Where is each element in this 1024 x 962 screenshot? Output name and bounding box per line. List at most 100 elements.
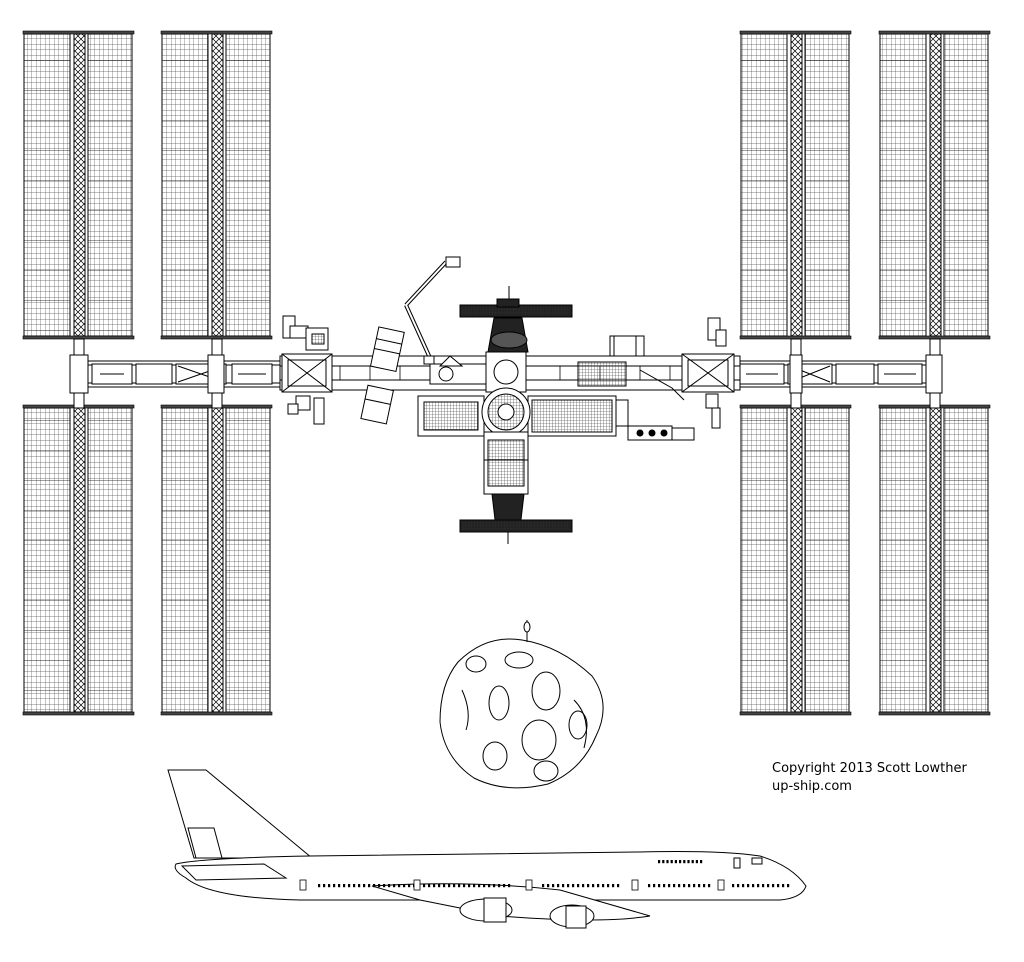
jumbo-jet	[167, 769, 807, 929]
window-mark	[453, 884, 456, 888]
window-mark	[708, 884, 711, 888]
window-mark	[658, 860, 661, 864]
window-mark	[488, 884, 491, 888]
window-mark	[582, 884, 585, 888]
window-mark	[687, 860, 690, 864]
window-mark	[398, 884, 401, 888]
window-mark	[587, 884, 590, 888]
window-mark	[693, 884, 696, 888]
window-mark	[478, 884, 481, 888]
solar-wing	[22, 404, 135, 716]
window-mark	[700, 860, 703, 864]
robotic-arm	[404, 256, 461, 365]
window-mark	[473, 884, 476, 888]
window-mark	[423, 884, 426, 888]
window-mark	[498, 884, 501, 888]
window-mark	[612, 884, 615, 888]
solar-arrays	[22, 30, 991, 716]
window-mark	[698, 884, 701, 888]
window-mark	[562, 884, 565, 888]
window-mark	[458, 884, 461, 888]
solar-wing	[160, 30, 273, 340]
truss-attachments	[282, 315, 727, 429]
window-mark	[577, 884, 580, 888]
window-mark	[703, 884, 706, 888]
solar-wing	[160, 404, 273, 716]
door-mark	[525, 879, 533, 891]
window-mark	[373, 884, 376, 888]
window-mark	[782, 884, 785, 888]
window-mark	[393, 884, 396, 888]
window-mark	[343, 884, 346, 888]
copyright-text: Copyright 2013 Scott Lowther	[772, 761, 967, 776]
door-mark	[717, 879, 725, 891]
door-mark	[299, 879, 307, 891]
window-mark	[767, 884, 770, 888]
window-mark	[557, 884, 560, 888]
window-mark	[683, 860, 686, 864]
window-mark	[408, 884, 411, 888]
window-mark	[493, 884, 496, 888]
window-mark	[653, 884, 656, 888]
window-mark	[762, 884, 765, 888]
window-mark	[683, 884, 686, 888]
window-mark	[448, 884, 451, 888]
window-mark	[567, 884, 570, 888]
door-mark	[631, 879, 639, 891]
window-mark	[747, 884, 750, 888]
window-mark	[691, 860, 694, 864]
window-mark	[617, 884, 620, 888]
window-mark	[503, 884, 506, 888]
jet-windows	[299, 860, 790, 891]
window-mark	[648, 884, 651, 888]
window-mark	[602, 884, 605, 888]
window-mark	[572, 884, 575, 888]
window-mark	[772, 884, 775, 888]
window-mark	[358, 884, 361, 888]
window-mark	[673, 884, 676, 888]
window-mark	[403, 884, 406, 888]
window-mark	[663, 884, 666, 888]
window-mark	[688, 884, 691, 888]
window-mark	[388, 884, 391, 888]
window-mark	[438, 884, 441, 888]
window-mark	[383, 884, 386, 888]
window-mark	[597, 884, 600, 888]
website-link: up-ship.com	[772, 779, 852, 794]
solar-wing	[878, 404, 991, 716]
window-mark	[318, 884, 321, 888]
solar-wing	[739, 404, 852, 716]
window-mark	[463, 884, 466, 888]
window-mark	[542, 884, 545, 888]
window-mark	[323, 884, 326, 888]
window-mark	[508, 884, 511, 888]
window-mark	[777, 884, 780, 888]
solar-wing	[739, 30, 852, 340]
window-mark	[443, 884, 446, 888]
window-mark	[433, 884, 436, 888]
window-mark	[737, 884, 740, 888]
window-mark	[483, 884, 486, 888]
window-mark	[732, 884, 735, 888]
window-mark	[607, 884, 610, 888]
window-mark	[674, 860, 677, 864]
window-mark	[742, 884, 745, 888]
window-mark	[353, 884, 356, 888]
window-mark	[368, 884, 371, 888]
window-mark	[678, 884, 681, 888]
window-mark	[348, 884, 351, 888]
door-mark	[413, 879, 421, 891]
window-mark	[668, 884, 671, 888]
window-mark	[338, 884, 341, 888]
window-mark	[363, 884, 366, 888]
window-mark	[552, 884, 555, 888]
window-mark	[679, 860, 682, 864]
window-mark	[333, 884, 336, 888]
window-mark	[378, 884, 381, 888]
window-mark	[670, 860, 673, 864]
solar-wing	[878, 30, 991, 340]
window-mark	[658, 884, 661, 888]
central-modules	[417, 286, 695, 544]
window-mark	[428, 884, 431, 888]
